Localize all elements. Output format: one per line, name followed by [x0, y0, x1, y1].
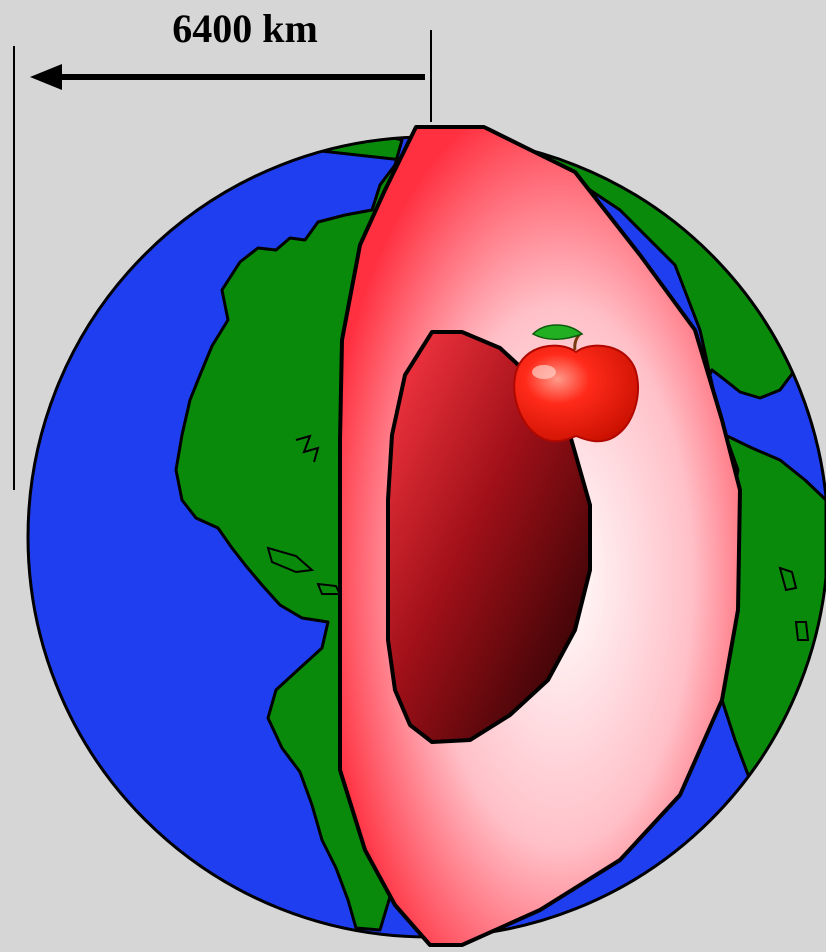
apple-highlight	[532, 365, 556, 379]
radius-label: 6400 km	[172, 6, 318, 51]
apple-leaf	[531, 324, 584, 340]
apple-icon	[513, 324, 639, 443]
island-right-2	[794, 621, 810, 641]
island-right-1	[778, 566, 798, 592]
caribbean-island-small	[316, 582, 342, 595]
apple-body	[513, 344, 639, 443]
caribbean-islands	[266, 546, 315, 574]
left-arrow	[30, 64, 425, 90]
great-lakes	[295, 434, 320, 463]
